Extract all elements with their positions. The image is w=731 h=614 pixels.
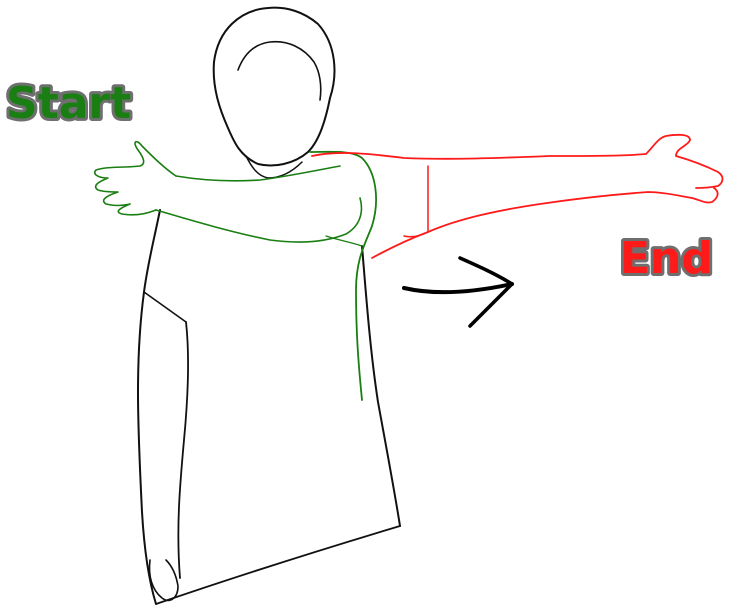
- hanging-hand: [148, 559, 179, 602]
- start-arm-top: [175, 165, 341, 182]
- torso-inner-outline: [177, 321, 190, 579]
- end-label: End: [620, 233, 713, 284]
- hairline: [237, 40, 322, 101]
- motion-arrow-head-lower: [468, 282, 514, 328]
- torso-right-outline: [361, 245, 401, 527]
- head-outline: [212, 6, 336, 167]
- start-arm-underside: [155, 197, 363, 243]
- sleeve-edge: [143, 291, 187, 323]
- start-arm-joint: [325, 235, 363, 247]
- neck-outline: [245, 155, 303, 179]
- start-arm-outline: [309, 150, 377, 401]
- torso-left-outline: [137, 209, 161, 605]
- shirt-hem: [155, 525, 401, 605]
- start-hand: [93, 140, 177, 216]
- motion-arrow-head: [458, 256, 514, 286]
- start-label: Start: [6, 78, 131, 129]
- motion-arrow-shaft: [402, 282, 514, 295]
- end-armpit: [403, 231, 429, 238]
- end-arm-top: [311, 133, 724, 189]
